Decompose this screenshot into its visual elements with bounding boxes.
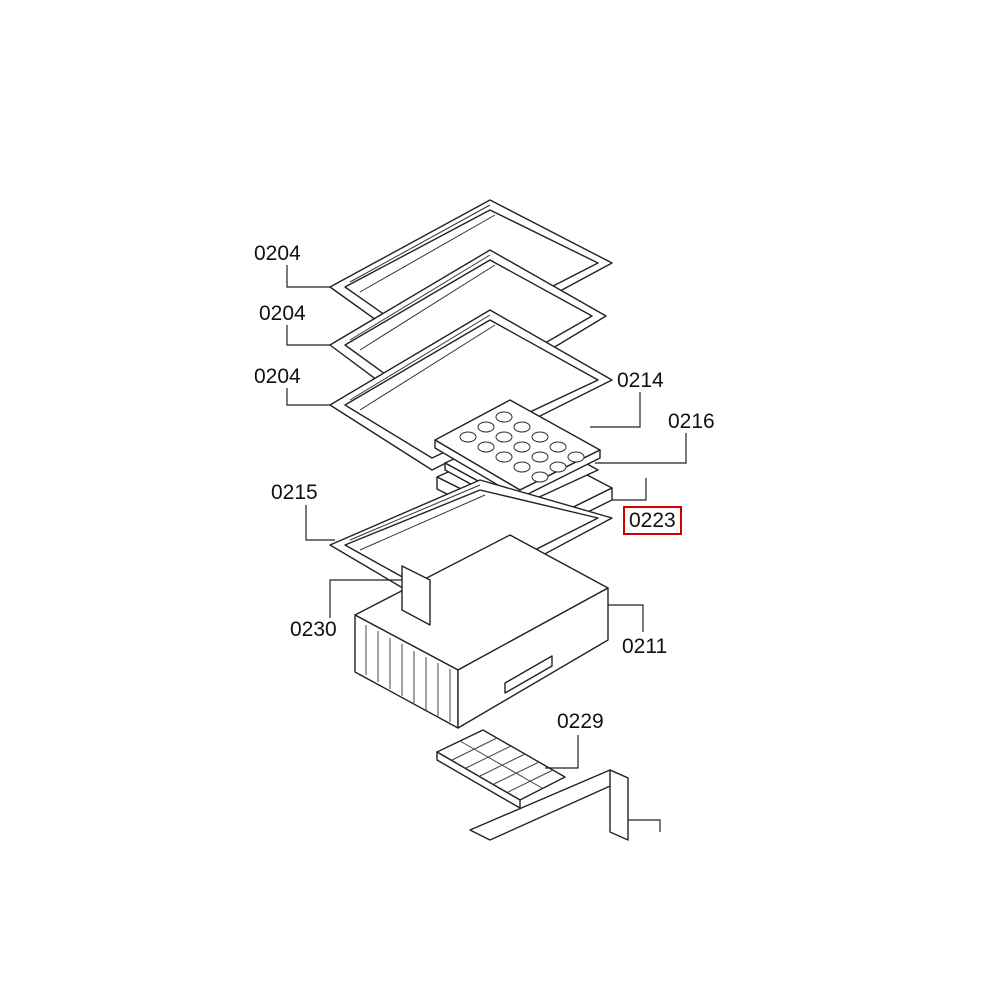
crisper-divider: [401, 565, 431, 626]
callout-0215-crisper-cover: 0215: [271, 481, 318, 504]
callout-0214-egg-tray: 0214: [617, 369, 664, 392]
callout-0204-shelf-2: 0204: [259, 302, 306, 325]
callout-0230-divider: 0230: [290, 618, 337, 641]
callout-0223-egg-box-highlighted: 0223: [623, 506, 682, 535]
callout-0204-shelf-3: 0204: [254, 365, 301, 388]
door-rack-partial: [469, 769, 629, 841]
glass-shelf-3: [329, 309, 613, 471]
egg-tray: [434, 399, 601, 499]
ice-cube-tray: [436, 729, 566, 809]
callout-0216-egg-box-lid: 0216: [668, 410, 715, 433]
crisper-drawer: [354, 534, 609, 729]
callout-0211-crisper-drawer: 0211: [622, 635, 668, 658]
leader-lines: [286, 265, 687, 832]
callout-0229-ice-tray: 0229: [557, 710, 604, 733]
callout-0204-shelf-1: 0204: [254, 242, 301, 265]
